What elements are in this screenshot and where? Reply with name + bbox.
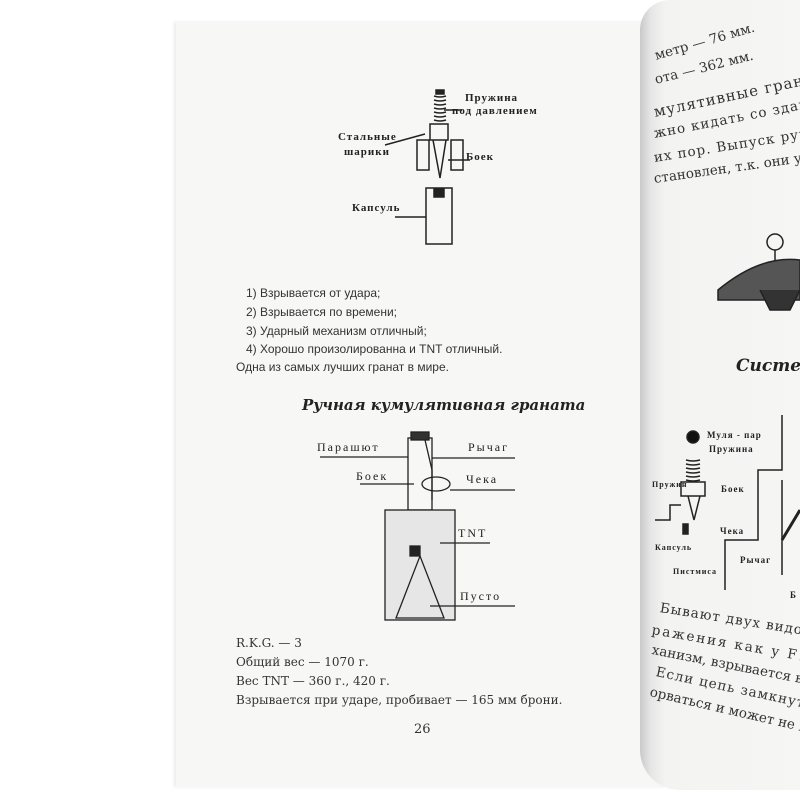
page-number: 26	[414, 722, 431, 737]
feature-item: 1) Взрывается от удара;	[246, 286, 381, 300]
label-spring: Пружина	[465, 92, 519, 104]
right-label: Пружина	[709, 444, 754, 454]
lever	[424, 439, 433, 500]
label-capsule: Капсуль	[352, 202, 401, 214]
label-striker: Боек	[466, 151, 494, 163]
capsule-body	[425, 187, 453, 245]
label-tnt: TNT	[458, 526, 488, 540]
right-label: Пружин	[652, 480, 688, 489]
label-empty: Пусто	[460, 589, 502, 603]
right-label: Чека	[720, 526, 745, 536]
right-page	[640, 0, 800, 790]
feature-item: 3) Ударный механизм отличный;	[246, 324, 427, 338]
spring-cap	[435, 89, 445, 95]
section-title: Ручная кумулятивная граната	[302, 396, 586, 414]
right-label: Капсуль	[655, 543, 693, 552]
label-pin: Чека	[466, 472, 499, 486]
label-striker-2: Боек	[356, 469, 389, 483]
label-lever: Рычаг	[468, 440, 510, 454]
feature-item: 4) Хорошо произолированна и TNT отличный…	[246, 342, 503, 356]
right-label: Боек	[721, 484, 745, 494]
cone	[395, 554, 445, 619]
right-label: Рычаг	[740, 555, 772, 565]
spring-icon	[433, 95, 447, 122]
label-spring-2: под давлением	[452, 105, 538, 117]
right-label: Пистмиса	[673, 567, 718, 576]
right-label: Муля - пар	[707, 430, 762, 440]
label-steel-balls: Стальные	[338, 131, 397, 143]
label-parachute: Парашют	[317, 440, 380, 454]
grenade-body	[384, 509, 456, 621]
housing-right	[450, 139, 464, 171]
striker-needle	[432, 139, 447, 179]
right-heading: Систем	[736, 356, 800, 376]
spec-line: Взрывается при ударе, пробивает — 165 мм…	[236, 693, 563, 707]
summary-text: Одна из самых лучших гранат в мире.	[236, 360, 449, 374]
spec-line: Вес TNT — 360 г., 420 г.	[236, 674, 390, 688]
label-steel-balls-2: шарики	[344, 146, 390, 158]
spec-line: R.K.G. — 3	[236, 636, 302, 650]
striker-head	[429, 123, 449, 141]
spec-line: Общий вес — 1070 г.	[236, 655, 369, 669]
pin-ring	[421, 476, 451, 492]
right-label: Б	[790, 590, 797, 600]
feature-item: 2) Взрывается по времени;	[246, 305, 398, 319]
ball-icon	[686, 430, 700, 444]
housing-left	[416, 139, 430, 171]
left-page	[176, 22, 666, 787]
parachute-icon	[766, 233, 784, 251]
